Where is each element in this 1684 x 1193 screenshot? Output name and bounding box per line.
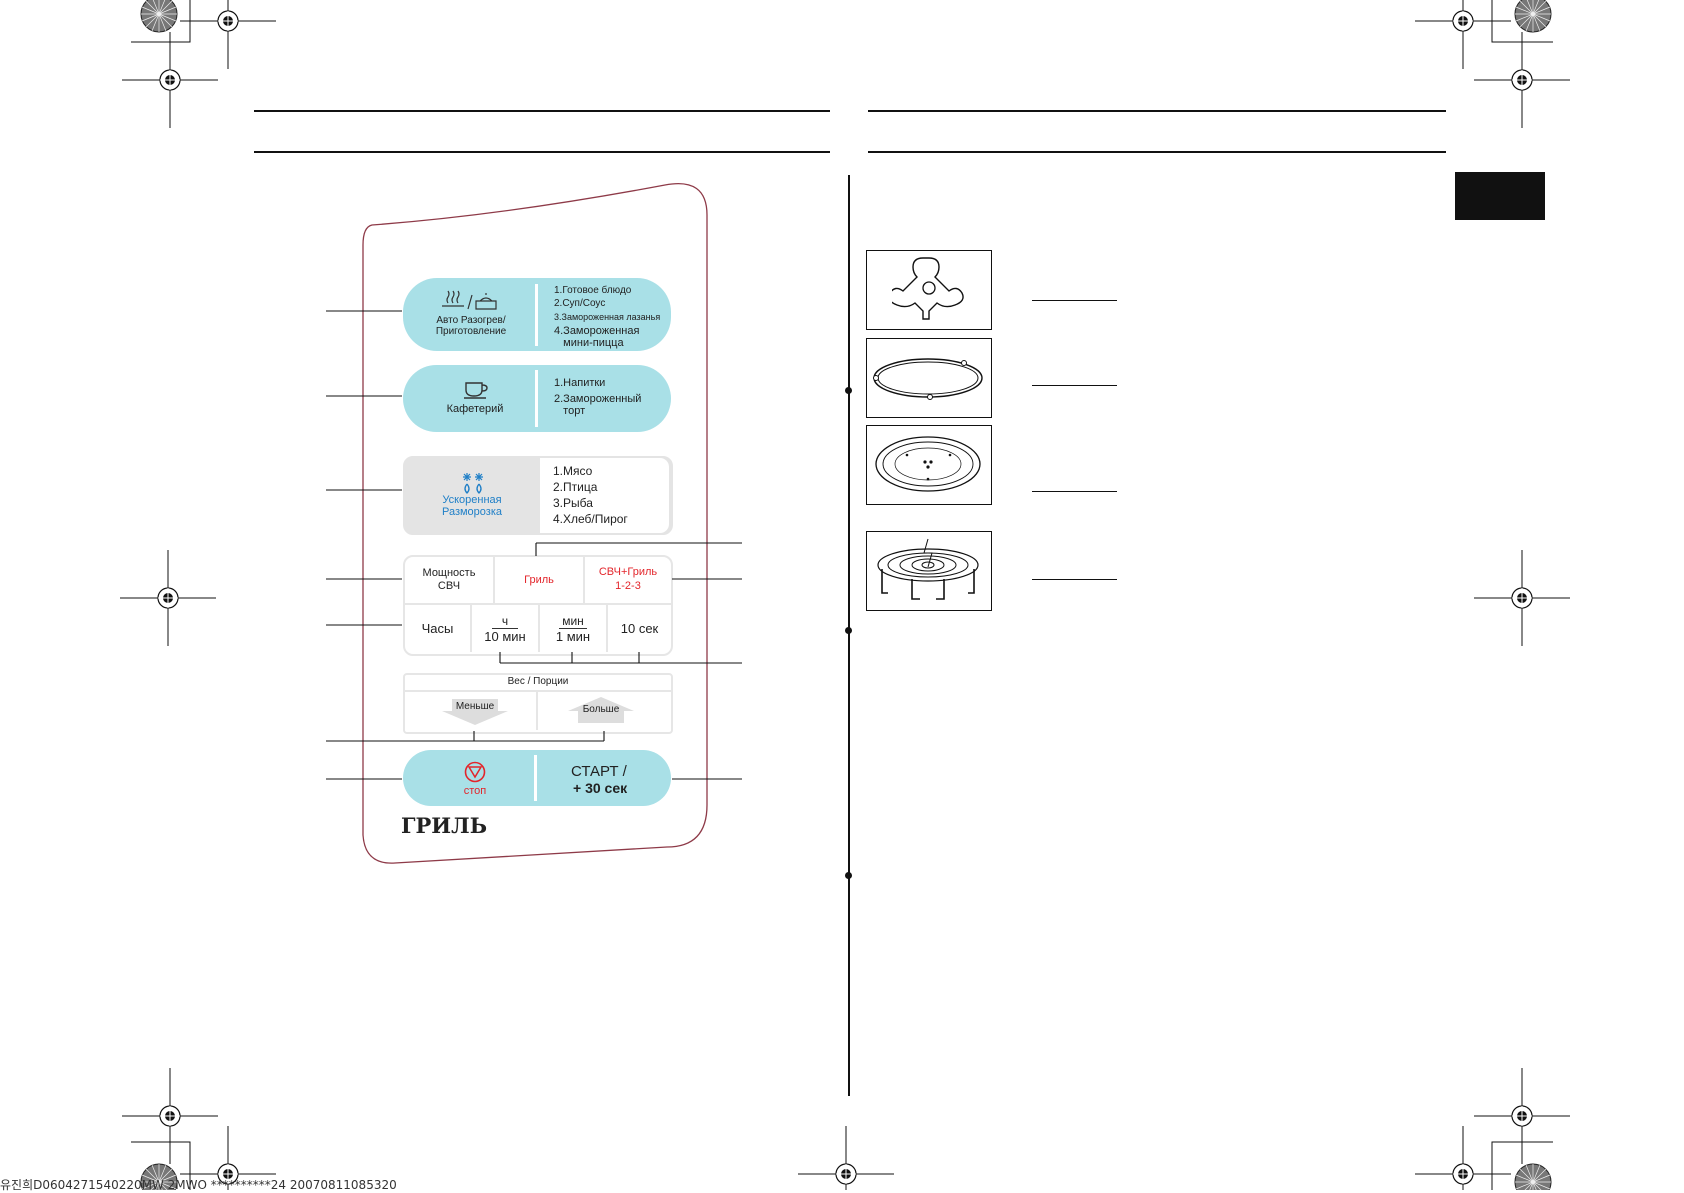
- grill-rack-icon: [877, 538, 979, 600]
- hour-label: ч: [491, 614, 519, 629]
- more-label: Больше: [582, 704, 620, 715]
- roller-ring-icon: [873, 358, 983, 400]
- cafe-label: Кафетерий: [446, 403, 504, 415]
- defrost-options-panel: [540, 458, 669, 533]
- auto-option-1: 1.Готовое блюдо: [554, 285, 632, 296]
- print-footer: 유진희D0604271540220MW 2MWO **********24 20…: [0, 1178, 397, 1192]
- arrow-up-icon[interactable]: [566, 695, 636, 725]
- coffee-cup-icon: [464, 382, 488, 399]
- brand-logo: ГРИЛЬ: [401, 813, 488, 838]
- callout-rule: [1032, 300, 1117, 301]
- start-label: СТАРТ /: [571, 763, 627, 780]
- defrost-option-4: 4.Хлеб/Пирог: [553, 512, 628, 526]
- bullet-dot: [845, 872, 852, 879]
- auto-cook-label: Авто Разогрев/ Приготовление: [435, 315, 507, 337]
- cafe-option-2: 2.Замороженный торт: [554, 393, 642, 417]
- bullet-dot: [845, 627, 852, 634]
- combo-label: СВЧ+Гриль 1-2-3: [598, 566, 658, 592]
- grid-col-divider: [606, 605, 608, 652]
- turntable-icon: [875, 436, 981, 492]
- min-1min-button[interactable]: мин 1 мин: [540, 605, 606, 652]
- pill-divider: [535, 284, 538, 346]
- one-min-label: 1 мин: [555, 628, 591, 644]
- start-plus-label: + 30 сек: [573, 780, 628, 796]
- microwave-power-label: Мощность СВЧ: [422, 567, 476, 592]
- header-rule-right-bottom: [868, 151, 1446, 153]
- steam-pot-icon: [442, 290, 497, 310]
- pill-divider: [534, 755, 537, 801]
- grid-col-divider: [583, 557, 585, 603]
- grid-col-divider: [538, 605, 540, 652]
- column-divider: [848, 175, 850, 1096]
- microwave-power-button[interactable]: Мощность СВЧ: [405, 557, 493, 603]
- cafe-option-1: 1.Напитки: [554, 377, 606, 389]
- grill-label: Гриль: [524, 574, 554, 586]
- ten-sec-label: 10 сек: [620, 621, 659, 636]
- callout-rule: [1032, 579, 1117, 580]
- defrost-label: Ускоренная Разморозка: [441, 494, 503, 518]
- auto-option-4: 4.Замороженная мини-пицца: [554, 325, 640, 349]
- defrost-option-3: 3.Рыба: [553, 496, 593, 510]
- ten-min-label: 10 мин: [484, 628, 526, 644]
- combo-button[interactable]: СВЧ+Гриль 1-2-3: [585, 557, 671, 603]
- panel-outline: [362, 183, 708, 864]
- stop-icon: [464, 761, 486, 783]
- grid-col-divider: [493, 557, 495, 603]
- header-rule-left-top: [254, 110, 830, 112]
- clock-button[interactable]: Часы: [405, 605, 470, 652]
- bullet-dot: [845, 387, 852, 394]
- language-tab: [1455, 172, 1545, 220]
- coupler-icon: [892, 257, 964, 320]
- header-rule-right-top: [868, 110, 1446, 112]
- weight-title-divider: [405, 690, 671, 692]
- callout-rule: [1032, 491, 1117, 492]
- pill-divider: [535, 370, 538, 427]
- weight-col-divider: [536, 692, 538, 730]
- hour-10min-button[interactable]: ч 10 мин: [472, 605, 538, 652]
- grid-row-divider: [405, 603, 671, 605]
- header-rule-left-bottom: [254, 151, 830, 153]
- auto-option-2: 2.Суп/Соус: [554, 298, 606, 309]
- grill-button[interactable]: Гриль: [495, 557, 583, 603]
- weight-title: Вес / Порции: [507, 676, 569, 687]
- ten-sec-button[interactable]: 10 сек: [608, 605, 671, 652]
- roller-coupler-image: [866, 250, 992, 330]
- stop-start-bar: [403, 750, 671, 806]
- roller-ring-image: [866, 338, 992, 418]
- turntable-image: [866, 425, 992, 505]
- grid-col-divider: [470, 605, 472, 652]
- defrost-option-2: 2.Птица: [553, 480, 598, 494]
- arrow-down-icon[interactable]: [440, 697, 510, 727]
- min-label: мин: [559, 614, 587, 629]
- auto-option-3: 3.Замороженная лазанья: [554, 312, 661, 322]
- weight-box: [403, 673, 673, 734]
- stop-label: стоп: [463, 785, 487, 797]
- grill-rack-image: [866, 531, 992, 611]
- clock-label: Часы: [421, 621, 454, 636]
- less-label: Меньше: [455, 701, 495, 712]
- defrost-option-1: 1.Мясо: [553, 464, 593, 478]
- callout-rule: [1032, 385, 1117, 386]
- snowflake-drops-icon: [463, 473, 483, 494]
